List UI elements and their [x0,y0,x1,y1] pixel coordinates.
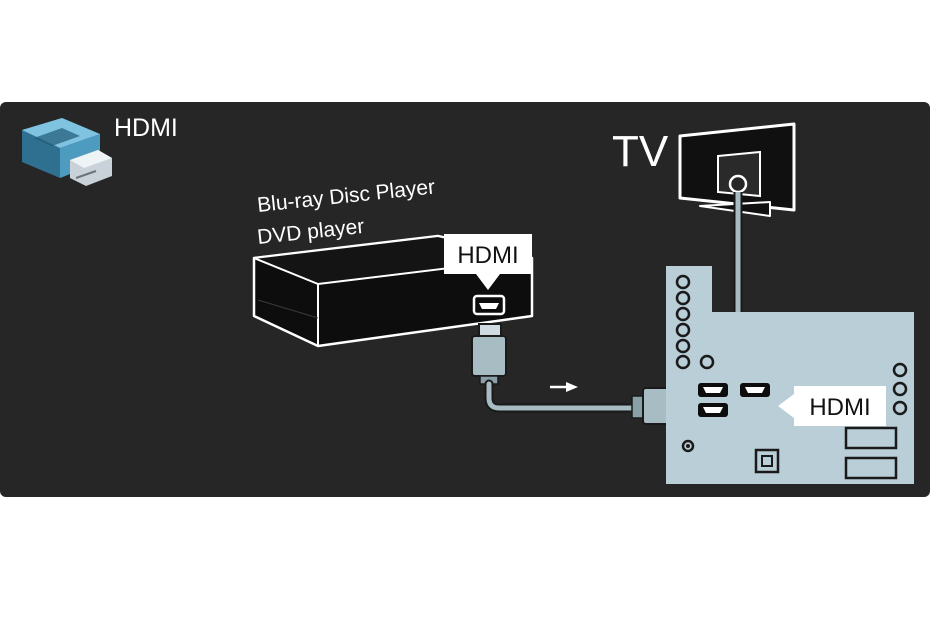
tv-label: TV [612,127,669,176]
tv-port-label: HDMI [809,394,870,421]
legend-label: HDMI [114,114,178,142]
player-port-label: HDMI [457,242,518,269]
player-hdmi-port [474,296,504,314]
